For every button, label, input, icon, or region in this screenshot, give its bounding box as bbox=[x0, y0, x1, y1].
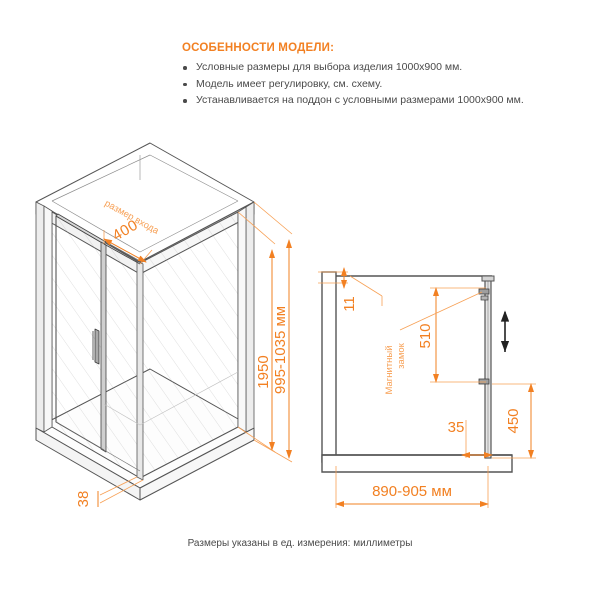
list-item: Модель имеет регулировку, см. схему. bbox=[180, 77, 580, 93]
dimension-height-1950: 1950 bbox=[237, 211, 276, 453]
list-item: Условные размеры для выбора изделия 1000… bbox=[180, 60, 580, 76]
magnetic-lock-text-line2: замок bbox=[396, 342, 407, 368]
dimension-11-label: 11 bbox=[341, 296, 358, 312]
units-note: Размеры указаны в ед. измерения: миллиме… bbox=[187, 538, 413, 549]
magnetic-lock-label: Магнитный замок bbox=[384, 291, 483, 395]
dimension-35-label: 35 bbox=[448, 419, 465, 436]
isometric-shower-enclosure bbox=[35, 142, 255, 501]
right-post bbox=[237, 201, 255, 433]
door-profile bbox=[478, 275, 495, 459]
dimension-adjust-995-1035: 995-1035 мм bbox=[253, 201, 293, 463]
magnetic-lock-text-line1: Магнитный bbox=[384, 345, 395, 394]
door-handle bbox=[92, 328, 100, 365]
corner-post bbox=[136, 260, 144, 481]
page-title: ОСОБЕННОСТИ МОДЕЛИ: bbox=[182, 42, 335, 54]
feature-list: Условные размеры для выбора изделия 1000… bbox=[180, 60, 580, 109]
dimension-510-label: 510 bbox=[417, 323, 434, 348]
dimension-38-label: 38 bbox=[75, 491, 92, 508]
dimension-lock-height-510: 510 bbox=[417, 287, 486, 383]
plan-elevation-view bbox=[321, 271, 513, 473]
tray-base-profile bbox=[321, 454, 513, 473]
left-wall-profile bbox=[321, 271, 337, 463]
dimension-890-905-label: 890-905 мм bbox=[372, 483, 452, 500]
list-item: Устанавливается на поддон с условными ра… bbox=[180, 93, 580, 109]
dimension-450-label: 450 bbox=[505, 408, 522, 433]
left-post bbox=[35, 201, 53, 433]
dimension-top-gap-11: 11 bbox=[318, 267, 383, 312]
dimension-width-890-905: 890-905 мм bbox=[335, 466, 489, 508]
dimension-995-1035-label: 995-1035 мм bbox=[272, 306, 289, 394]
dimension-profile-38: 38 bbox=[75, 476, 144, 508]
dimension-1950-label: 1950 bbox=[255, 355, 272, 388]
dimension-door-offset-35: 35 bbox=[448, 419, 493, 458]
dimension-bottom-450: 450 bbox=[492, 383, 536, 459]
specification-header: ОСОБЕННОСТИ МОДЕЛИ: Условные размеры для… bbox=[180, 42, 580, 110]
